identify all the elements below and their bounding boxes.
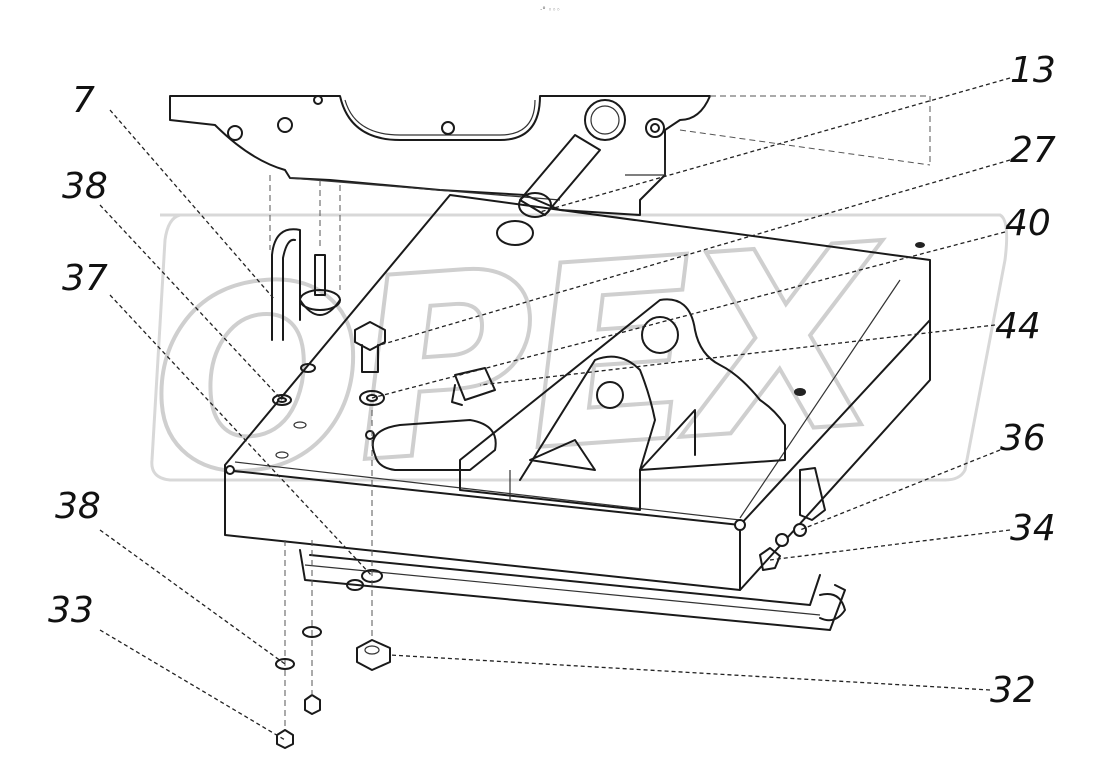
watermark: OPEX [139,188,1009,534]
callout-7: 7 [72,80,95,121]
callout-36: 36 [1000,418,1046,459]
callout-38-upper: 38 [62,166,108,207]
stud-7 [269,175,341,341]
upper-housing [169,95,931,216]
latch-36 [759,467,826,571]
hitch-bracket [459,298,786,511]
pin-13 [496,99,626,246]
callout-40: 40 [1005,203,1051,244]
lower-fasteners [275,410,391,749]
callout-33: 33 [48,590,94,631]
lower-rail [299,549,846,631]
header-mark: ·° ◦◦◦ [540,6,560,14]
watermark-frame [150,213,1009,482]
watermark-text: OPEX [141,190,899,532]
bolt-27 [354,321,386,406]
callout-13: 13 [1010,50,1056,91]
leader-lines [99,77,1011,741]
callout-37: 37 [62,258,108,299]
callout-27: 27 [1010,130,1056,171]
base-plate [224,194,931,591]
callout-32: 32 [990,670,1036,711]
callout-34: 34 [1010,508,1056,549]
callout-44: 44 [995,306,1041,347]
callout-labels: 13 7 27 38 40 37 44 36 34 38 33 32 [48,50,1056,711]
callout-38-lower: 38 [55,486,101,527]
